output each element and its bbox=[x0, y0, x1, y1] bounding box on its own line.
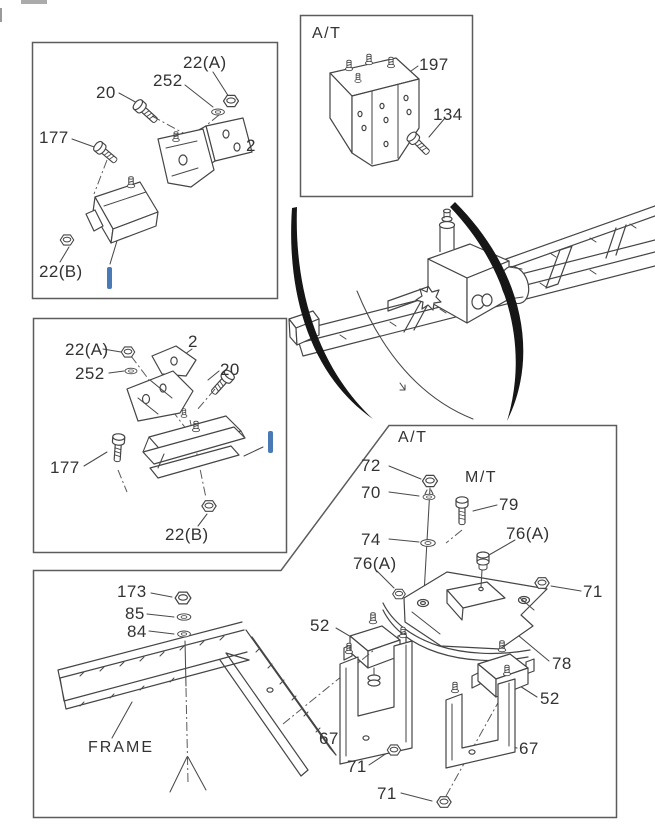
window-artifact-top bbox=[21, 0, 47, 4]
part-callout-252-lower: 252 bbox=[75, 364, 105, 383]
part-callout-52-right: 52 bbox=[540, 689, 560, 708]
part-callout-67-left: 67 bbox=[319, 729, 339, 748]
part-callout-84: 84 bbox=[127, 622, 147, 641]
arrow-arc-right bbox=[450, 202, 524, 421]
part-callout-74: 74 bbox=[361, 530, 381, 549]
front-mount-lower-drawing bbox=[83, 345, 264, 527]
part-callout-22a-lower: 22(A) bbox=[65, 340, 109, 359]
part-callout-177-lower: 177 bbox=[50, 458, 80, 477]
rear-mount-drawing bbox=[57, 465, 582, 808]
part-callout-85: 85 bbox=[125, 604, 145, 623]
at-bracket-drawing bbox=[329, 53, 446, 167]
part-callout-67-right: 67 bbox=[519, 739, 539, 758]
part-callout-20-upper: 20 bbox=[96, 83, 116, 102]
panel-borders bbox=[31, 14, 618, 819]
part-callout-52-left: 52 bbox=[310, 616, 330, 635]
part-callout-173: 173 bbox=[117, 582, 147, 601]
part-callout-78: 78 bbox=[552, 654, 572, 673]
part-callout-71-right: 71 bbox=[583, 582, 603, 601]
part-callout-76a-left: 76(A) bbox=[353, 554, 397, 573]
part-callout-22b-lower: 22(B) bbox=[165, 525, 209, 544]
part-callout-72: 72 bbox=[361, 456, 381, 475]
part-callout-177-upper: 177 bbox=[39, 128, 69, 147]
part-callout-2-lower: 2 bbox=[188, 332, 198, 351]
highlighted-callout-tick-lower[interactable] bbox=[268, 431, 273, 453]
part-callout-71-mid: 71 bbox=[347, 757, 367, 776]
arrow-arc-left bbox=[291, 207, 373, 419]
highlighted-callout-tick-upper[interactable] bbox=[107, 267, 112, 289]
part-callout-22a-upper: 22(A) bbox=[183, 53, 227, 72]
part-callout-71-bottom: 71 bbox=[377, 784, 397, 803]
part-callout-2-upper: 2 bbox=[246, 136, 256, 155]
part-callout-79: 79 bbox=[499, 495, 519, 514]
panel-title-at-bracket: A/T bbox=[312, 25, 342, 42]
part-callout-197: 197 bbox=[419, 55, 449, 74]
part-callout-252-upper: 252 bbox=[153, 71, 183, 90]
part-callout-70: 70 bbox=[361, 483, 381, 502]
panel-title-at-rear: A/T bbox=[398, 429, 428, 446]
frame-label: FRAME bbox=[88, 739, 154, 756]
part-callout-76a-right: 76(A) bbox=[506, 524, 550, 543]
part-callout-134: 134 bbox=[433, 105, 463, 124]
part-callout-20-lower: 20 bbox=[220, 360, 240, 379]
window-artifact-left bbox=[0, 8, 2, 22]
part-callout-22b-upper: 22(B) bbox=[39, 262, 83, 281]
panel-title-mt-rear: M/T bbox=[465, 469, 498, 486]
front-mount-upper-drawing bbox=[59, 71, 253, 265]
